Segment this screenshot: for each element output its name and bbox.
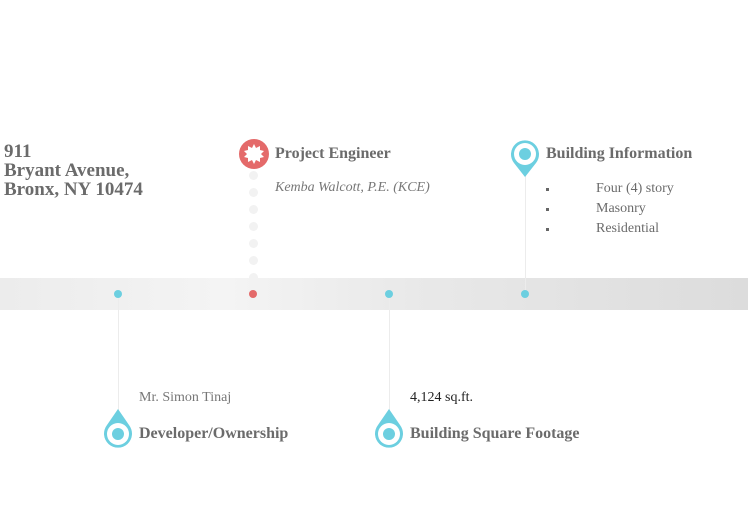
connector-dot xyxy=(249,171,258,180)
milestone-title: Building Information xyxy=(546,145,693,162)
connector-line xyxy=(389,298,390,410)
timeline-dot-footage xyxy=(385,290,393,298)
milestone-title: Building Square Footage xyxy=(410,425,580,442)
list-item: Residential xyxy=(546,219,674,239)
timeline-dot-engineer xyxy=(249,290,257,298)
connector-dot xyxy=(249,188,258,197)
location-pin-icon xyxy=(511,140,539,177)
building-info-list: Four (4) story Masonry Residential xyxy=(546,179,674,239)
milestone-title: Developer/Ownership xyxy=(139,425,289,442)
address-line3: Bronx, NY 10474 xyxy=(4,179,143,200)
connector-dot xyxy=(249,273,258,282)
milestone-title: Project Engineer xyxy=(275,145,391,162)
connector-dot xyxy=(249,205,258,214)
list-item: Masonry xyxy=(546,199,674,219)
list-item: Four (4) story xyxy=(546,179,674,199)
milestone-detail: Mr. Simon Tinaj xyxy=(139,390,232,405)
badge-icon xyxy=(239,139,269,169)
location-pin-icon xyxy=(375,409,403,448)
location-pin-icon xyxy=(104,409,132,448)
connector-dot xyxy=(249,222,258,231)
address: 911 Bryant Avenue, Bronx, NY 10474 xyxy=(4,142,143,199)
address-line1: 911 xyxy=(4,141,32,162)
connector-dot xyxy=(249,239,258,248)
address-line2: Bryant Avenue, xyxy=(4,160,130,181)
milestone-detail: Kemba Walcott, P.E. (KCE) xyxy=(275,180,430,195)
timeline-bar xyxy=(0,278,748,310)
connector-line xyxy=(118,298,119,410)
milestone-detail: 4,124 sq.ft. xyxy=(410,390,473,405)
connector-dot xyxy=(249,256,258,265)
connector-line xyxy=(525,175,526,290)
timeline-dot-developer xyxy=(114,290,122,298)
timeline-dot-building xyxy=(521,290,529,298)
